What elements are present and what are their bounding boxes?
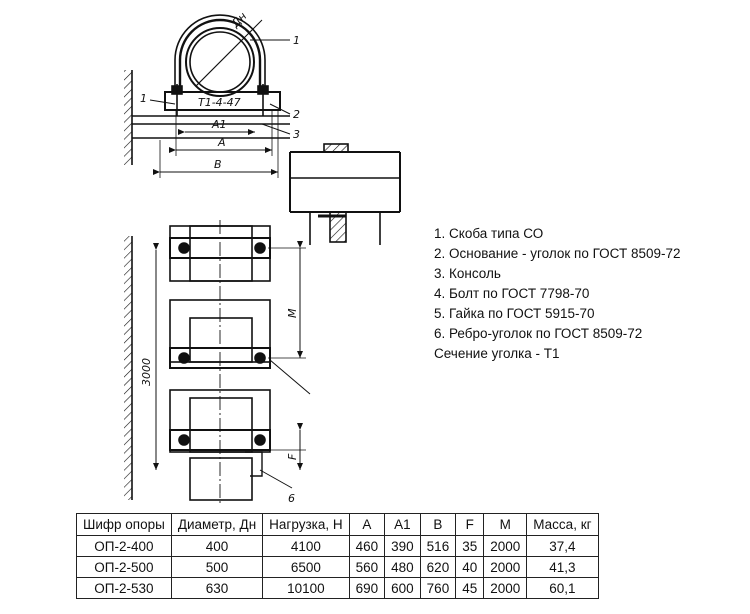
a1-label: A1 xyxy=(211,118,227,131)
table-cell: 4100 xyxy=(262,535,350,557)
table-row: ОП-2-530 630 10100 690 600 760 45 2000 6… xyxy=(76,577,599,599)
table-cell: 630 xyxy=(170,577,264,599)
table-cell: 6500 xyxy=(262,556,350,578)
table-cell: 35 xyxy=(455,535,485,557)
a-label: A xyxy=(217,136,226,149)
table-cell: 400 xyxy=(170,535,264,557)
col-header: Масса, кг xyxy=(526,513,599,536)
col-header: Диаметр, Дн xyxy=(170,513,264,536)
table-cell: 560 xyxy=(348,556,386,578)
col-header: B xyxy=(419,513,457,536)
dn-label: Дн xyxy=(228,10,249,31)
length-label: 3000 xyxy=(140,358,153,386)
callout-3: 3 xyxy=(293,128,300,141)
specification-table: Шифр опоры Диаметр, Дн Нагрузка, Н A A1 … xyxy=(76,513,599,599)
table-cell: 390 xyxy=(384,535,421,557)
callout-1: 1 xyxy=(293,34,300,47)
table-cell: ОП-2-400 xyxy=(76,535,172,557)
section-t1 xyxy=(289,143,401,245)
col-header: A1 xyxy=(384,513,421,536)
clamp-elevation xyxy=(124,14,291,178)
legend-item: 2. Основание - уголок по ГОСТ 8509-72 xyxy=(434,246,681,261)
legend-item: 6. Ребро-уголок по ГОСТ 8509-72 xyxy=(434,326,643,341)
b-label: В xyxy=(214,158,222,171)
m-label: M xyxy=(286,308,299,318)
table-header-row: Шифр опоры Диаметр, Дн Нагрузка, Н A A1 … xyxy=(76,513,599,536)
col-header: F xyxy=(455,513,485,536)
legend-item: 5. Гайка по ГОСТ 5915-70 xyxy=(434,306,595,321)
table-cell: 690 xyxy=(348,577,386,599)
col-header: Шифр опоры xyxy=(76,513,172,536)
technical-drawing: Дн T1-4-47 A1 A В 1 2 3 1 xyxy=(124,10,401,505)
f-label: F xyxy=(286,453,299,460)
table-cell: 60,1 xyxy=(526,577,599,599)
t1-label: T1-4-47 xyxy=(198,96,241,109)
table-cell: ОП-2-500 xyxy=(76,556,172,578)
col-header: A xyxy=(348,513,386,536)
table-cell: 760 xyxy=(419,577,457,599)
legend-item: 4. Болт по ГОСТ 7798-70 xyxy=(434,286,590,301)
callout-6: 6 xyxy=(288,492,295,505)
table-cell: 460 xyxy=(348,535,386,557)
table-cell: 2000 xyxy=(483,577,528,599)
table-cell: 40 xyxy=(455,556,485,578)
table-cell: 37,4 xyxy=(526,535,599,557)
col-header: Нагрузка, Н xyxy=(262,513,350,536)
plan-view xyxy=(124,220,311,505)
table-row: ОП-2-400 400 4100 460 390 516 35 2000 37… xyxy=(76,535,599,557)
table-row: ОП-2-500 500 6500 560 480 620 40 2000 41… xyxy=(76,556,599,578)
table-cell: 516 xyxy=(419,535,457,557)
legend-note: Сечение уголка - Т1 xyxy=(434,346,560,361)
table-cell: 500 xyxy=(170,556,264,578)
table-cell: 600 xyxy=(384,577,421,599)
table-cell: 45 xyxy=(455,577,485,599)
callout-2: 2 xyxy=(293,108,300,121)
parts-legend: 1. Скоба типа СО 2. Основание - уголок п… xyxy=(434,224,681,364)
table-cell: 620 xyxy=(419,556,457,578)
table-cell: 480 xyxy=(384,556,421,578)
legend-item: 3. Консоль xyxy=(434,266,501,281)
table-cell: 2000 xyxy=(483,535,528,557)
callout-4: 1 xyxy=(140,92,147,105)
table-cell: 10100 xyxy=(262,577,350,599)
table-cell: 2000 xyxy=(483,556,528,578)
table-cell: 41,3 xyxy=(526,556,599,578)
table-cell: ОП-2-530 xyxy=(76,577,172,599)
legend-item: 1. Скоба типа СО xyxy=(434,226,544,241)
col-header: M xyxy=(483,513,528,536)
